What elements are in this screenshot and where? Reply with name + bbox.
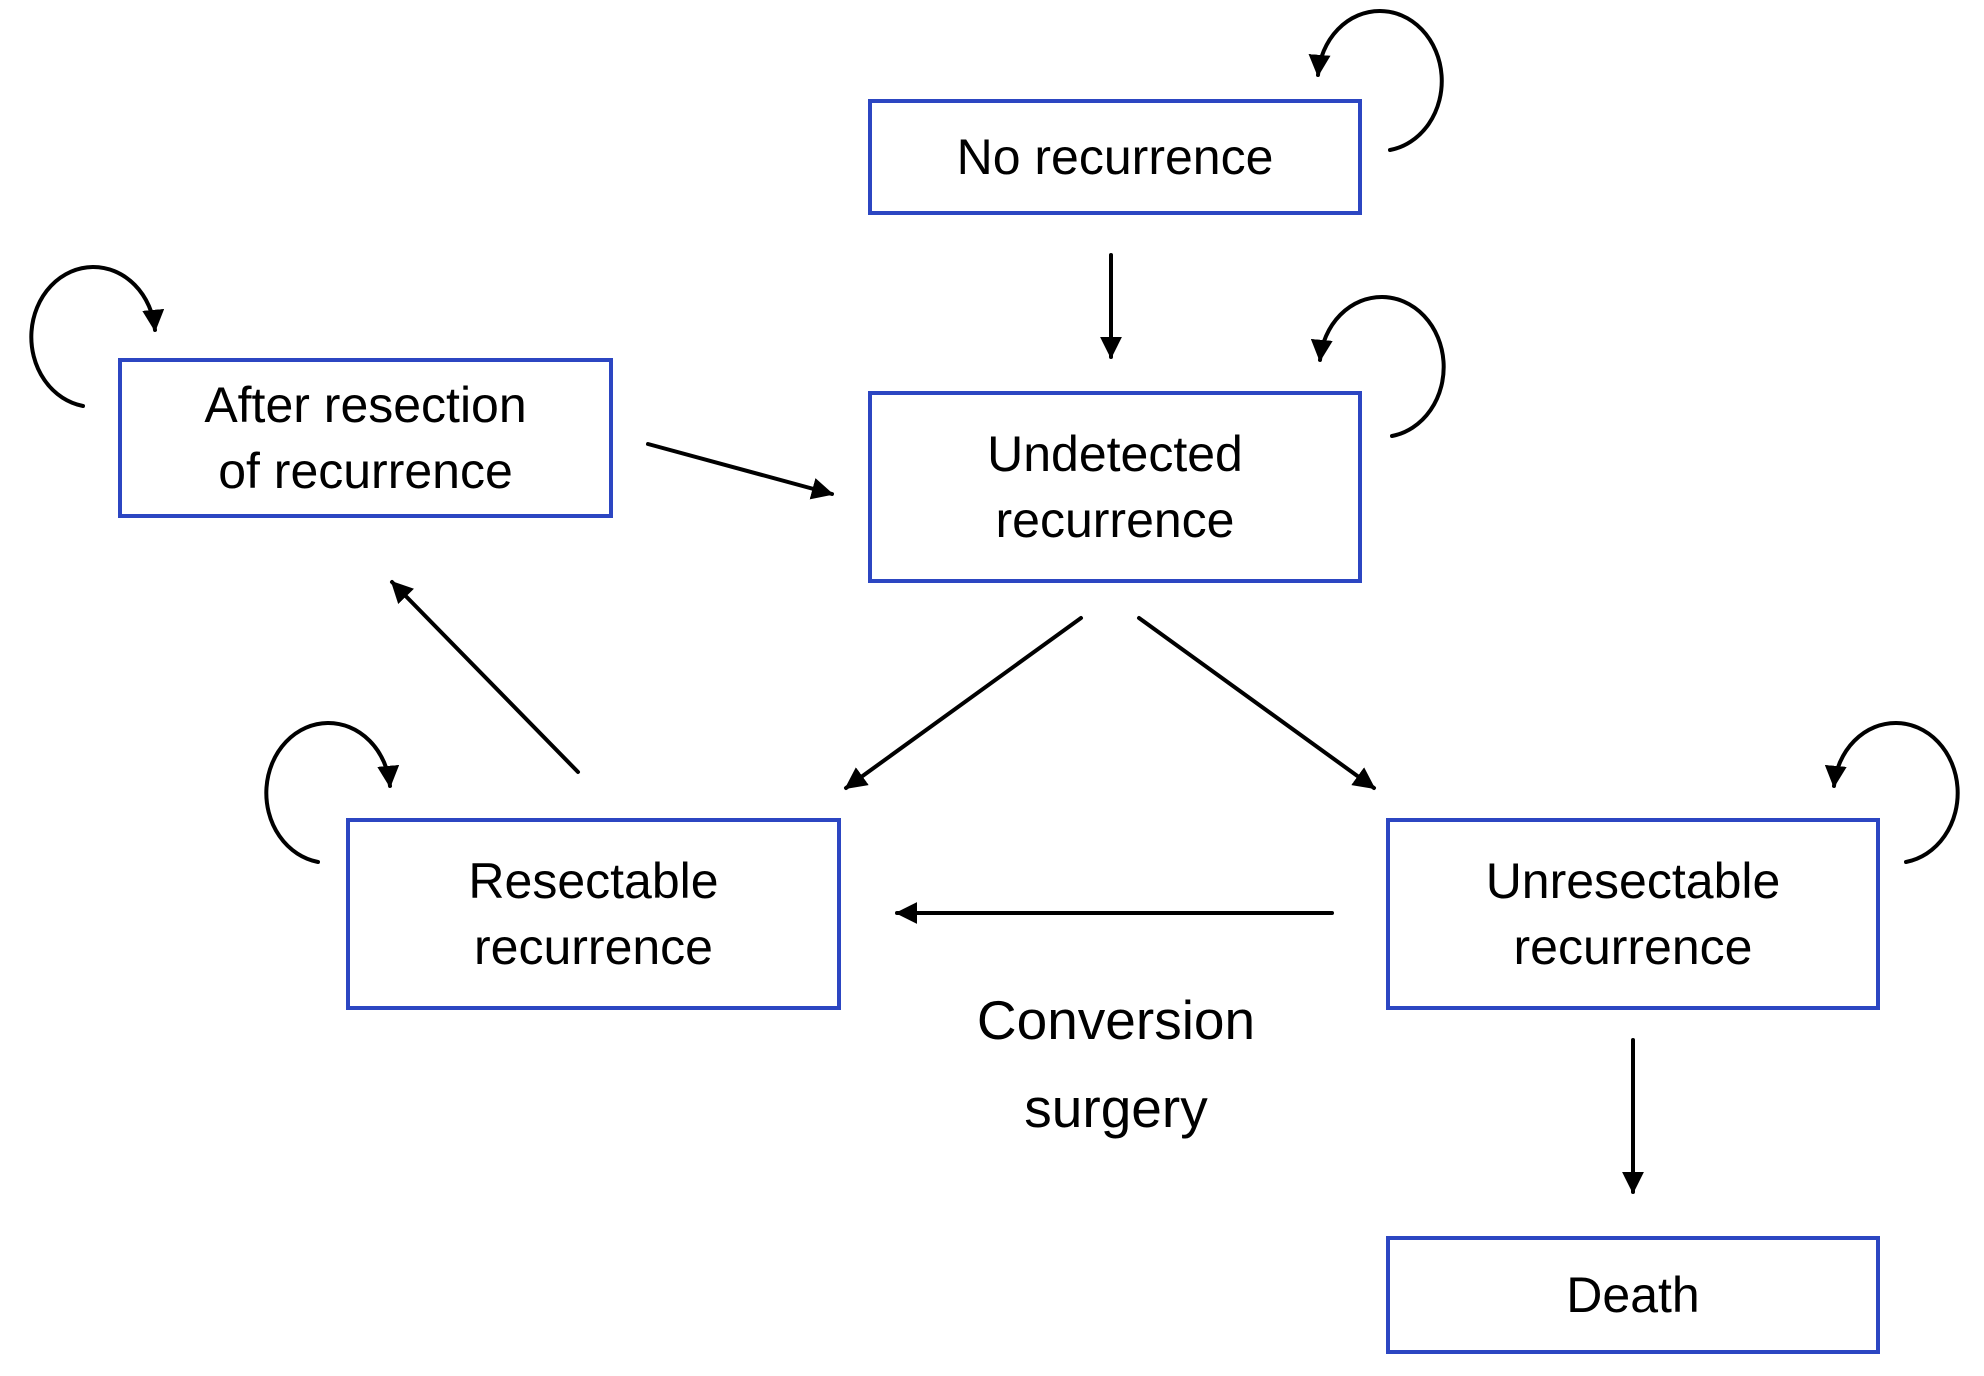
state-label-after-resection: After resection of recurrence (204, 377, 527, 499)
state-unresectable-recurrence: Unresectable recurrence (1386, 818, 1880, 1010)
arrow-after-resection-to-undetected (646, 442, 834, 500)
state-no-recurrence: No recurrence (868, 99, 1362, 215)
state-label-resectable-recurrence: Resectable recurrence (468, 853, 719, 975)
state-after-resection: After resection of recurrence (118, 358, 613, 518)
arrow-undetected-to-resectable (844, 616, 1083, 790)
self-loop-resectable (264, 720, 400, 864)
edge-label-conversion-surgery: Conversion surgery (976, 989, 1256, 1139)
state-resectable-recurrence: Resectable recurrence (346, 818, 841, 1010)
state-label-unresectable-recurrence: Unresectable recurrence (1485, 853, 1781, 975)
arrow-resectable-to-after-resection (390, 580, 580, 774)
state-label-no-recurrence: No recurrence (956, 129, 1274, 185)
self-loop-undetected (1310, 294, 1446, 438)
state-label-undetected-recurrence: Undetected recurrence (987, 426, 1243, 548)
arrow-undetected-to-unresectable (1137, 616, 1376, 790)
self-loop-unresectable (1824, 720, 1960, 864)
state-undetected-recurrence: Undetected recurrence (868, 391, 1362, 583)
self-loop-no-recurrence (1308, 8, 1444, 152)
state-death: Death (1386, 1236, 1880, 1354)
state-label-death: Death (1566, 1267, 1700, 1323)
self-loop-after-resection (29, 264, 165, 408)
